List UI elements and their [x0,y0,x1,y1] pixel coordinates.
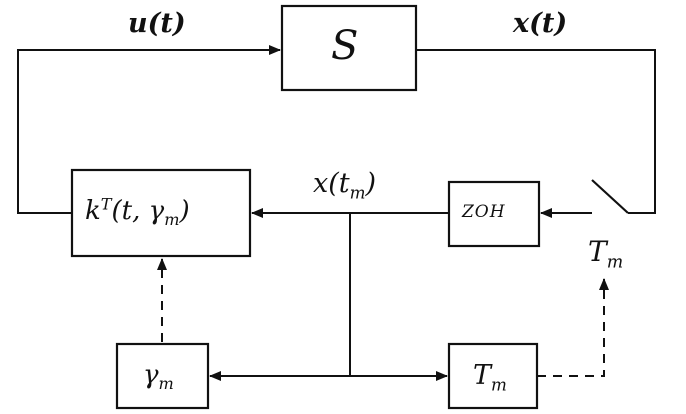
xm-signal-sub: m [349,182,366,203]
controller-sup: T [100,194,112,214]
tm-block-base: T [473,360,492,391]
xm-signal-label: x(tm) [313,168,377,201]
system-label: S [331,26,358,66]
switch-sub: m [606,252,624,273]
xm-signal-tail: ) [365,168,377,199]
controller-sub: m [164,210,180,230]
gamma-sub: m [158,374,174,394]
switch-label: Tm [588,235,623,272]
gamma-base: γ [143,360,159,390]
controller-mid: (t, γ [111,196,165,226]
system-block [280,4,418,92]
gamma-block [115,342,210,410]
u-signal-line [17,45,281,214]
x-signal-text: x(t) [513,8,568,39]
controller-label: kT(t, γm) [85,196,190,228]
zoh-text: ZOH [462,202,506,222]
controller-tail: ) [179,196,190,226]
controller-base: k [85,196,101,226]
x-signal-label: x(t) [513,10,567,37]
sampling-switch [591,179,629,214]
x-signal-line [416,49,656,214]
tm-dashed-line [537,278,609,377]
tm-block-label: Tm [473,360,507,393]
u-signal-label: u(t) [128,10,186,37]
tm-block-sub: m [491,374,507,395]
switch-base: T [588,235,607,268]
gamma-label: γm [143,360,174,392]
zoh-label: ZOH [462,204,506,221]
u-signal-text: u(t) [128,8,186,39]
system-text: S [331,23,359,69]
xm-signal-base: x(t [313,168,350,199]
